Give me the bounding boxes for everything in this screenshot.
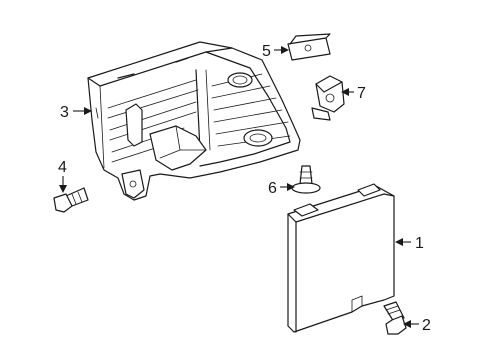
part-4-bolt — [53, 187, 89, 213]
callout-6-number: 6 — [268, 180, 277, 197]
part-1-module-box — [287, 183, 395, 333]
callout-2-number: 2 — [422, 317, 431, 334]
part-3-bracket — [87, 41, 301, 201]
callout-7-number: 7 — [357, 85, 366, 102]
part-7-bracket-clip — [311, 75, 345, 121]
callout-5-number: 5 — [262, 43, 271, 60]
callout-4-number: 4 — [58, 159, 67, 176]
part-2-screw — [383, 301, 407, 335]
callout-3-number: 3 — [60, 104, 69, 121]
part-5-clip-nut — [287, 33, 331, 61]
callout-3: 3 — [60, 104, 92, 121]
part-6-push-pin — [291, 165, 321, 194]
callout-1-number: 1 — [415, 235, 424, 252]
callout-4: 4 — [58, 159, 67, 193]
callout-7: 7 — [341, 85, 366, 102]
callout-2: 2 — [403, 317, 431, 334]
callout-5: 5 — [262, 43, 289, 60]
callout-1: 1 — [395, 235, 424, 252]
callout-6: 6 — [268, 180, 295, 197]
